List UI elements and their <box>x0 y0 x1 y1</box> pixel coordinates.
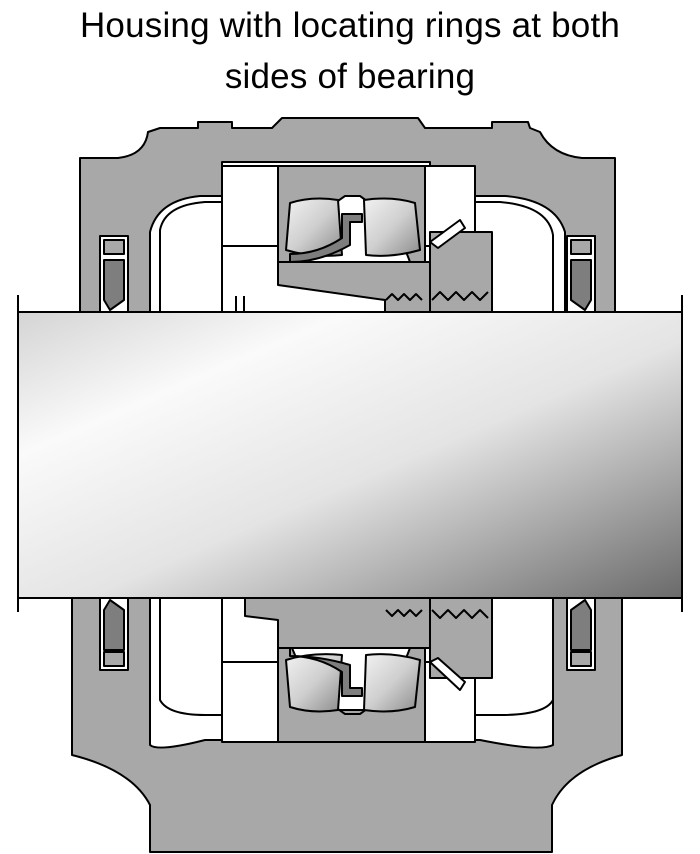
housing-lower-cavity <box>159 597 223 716</box>
roller-lower-right <box>363 653 421 713</box>
housing-upper <box>79 117 616 313</box>
diagram-title: Housing with locating rings at both side… <box>0 0 700 102</box>
seal-upper-right <box>566 235 596 313</box>
locating-ring-upper-left <box>221 165 279 247</box>
adapter-sleeve-lower <box>244 597 431 649</box>
seal-lower-left <box>99 597 129 671</box>
cage-lower <box>289 647 363 697</box>
lock-washer-lower <box>429 657 466 691</box>
adapter-sleeve-upper <box>277 261 431 313</box>
seal-lower-right <box>566 597 596 671</box>
seal-upper-left <box>99 235 129 313</box>
roller-upper-right <box>363 197 421 257</box>
locating-ring-lower-left <box>221 661 279 743</box>
title-line-2: sides of bearing <box>224 57 476 96</box>
lock-washer-upper <box>429 219 466 249</box>
shaft <box>17 311 683 599</box>
title-line-1: Housing with locating rings at both <box>79 6 621 45</box>
shaft-break-marks <box>17 295 683 612</box>
housing-upper-cavity <box>159 201 223 313</box>
